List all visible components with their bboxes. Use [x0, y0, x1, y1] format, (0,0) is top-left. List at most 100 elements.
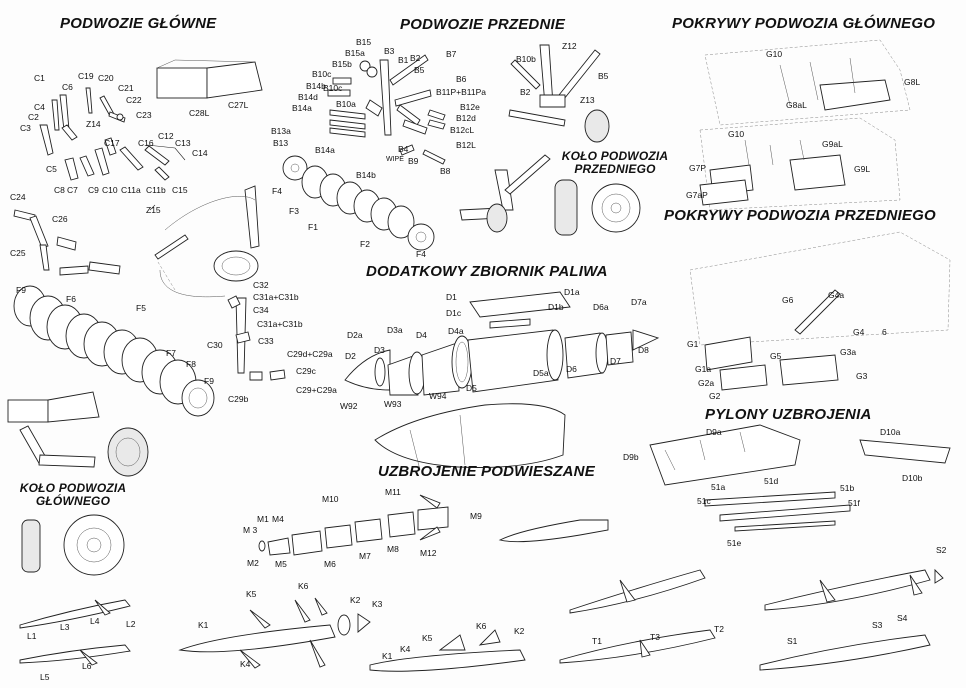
part-label: D10a: [880, 427, 901, 437]
part-label: 51d: [764, 476, 779, 486]
part-label: D10b: [902, 473, 923, 483]
main-gear-drawings: [7, 59, 286, 576]
part-label: B4: [398, 144, 409, 154]
part-label: B11P+B11Pa: [436, 87, 487, 97]
part-label: C17: [104, 138, 120, 148]
part-label: 51c: [697, 496, 711, 506]
part-label: L4: [90, 616, 100, 626]
part-label: C8: [54, 185, 65, 195]
part-label: B14a: [315, 145, 335, 155]
part-label: K2: [514, 626, 525, 636]
part-label: C27L: [228, 100, 249, 110]
part-label: C25: [10, 248, 26, 258]
part-label: C29c: [296, 366, 316, 376]
part-label: Z13: [580, 95, 595, 105]
part-label: G4a: [828, 290, 845, 300]
part-label: D4a: [448, 326, 464, 336]
part-label: G6: [782, 295, 794, 305]
part-label: WIPE: [386, 156, 404, 163]
part-label: 51f: [848, 498, 860, 508]
part-label: C21: [118, 83, 134, 93]
part-label: K3: [372, 599, 383, 609]
part-label: C5: [46, 164, 57, 174]
part-label: M12: [420, 548, 437, 558]
part-label: G5: [770, 351, 782, 361]
part-label: B14b: [356, 170, 376, 180]
part-label: M 3: [243, 525, 258, 535]
part-label: D5a: [533, 368, 549, 378]
part-label: Z12: [562, 41, 577, 51]
part-label: W93: [384, 399, 402, 409]
part-label: D4: [416, 330, 427, 340]
section-title-nose-wheel: KOŁO PODWOZIA PRZEDNIEGO: [561, 149, 669, 176]
fuel-tank-drawings: [344, 291, 660, 471]
section-title-fuel-tank: DODATKOWY ZBIORNIK PALIWA: [366, 263, 608, 280]
part-label: M4: [272, 514, 284, 524]
part-label: F3: [289, 206, 299, 216]
part-label: F8: [186, 359, 196, 369]
part-label: K1: [382, 651, 393, 661]
part-label: D1b: [548, 302, 564, 312]
part-label: B15: [356, 37, 372, 47]
part-label: M8: [387, 544, 399, 554]
part-label: G8aL: [786, 100, 807, 110]
part-label: C31a+C31b: [257, 319, 303, 329]
part-label: L3: [60, 622, 70, 632]
part-label: G3: [856, 371, 868, 381]
part-label: C30: [207, 340, 223, 350]
part-label: M6: [324, 559, 336, 569]
part-label: D9a: [706, 427, 722, 437]
part-label: M1: [257, 514, 269, 524]
main-gear-doors-drawings: [699, 39, 911, 211]
part-label: C22: [126, 95, 142, 105]
part-label: C14: [192, 148, 208, 158]
part-label: K4: [240, 659, 251, 669]
part-label: G10: [766, 49, 783, 59]
part-label: C32: [253, 280, 269, 290]
part-label: B6: [456, 74, 467, 84]
part-label: C6: [62, 82, 73, 92]
part-label: K4: [400, 644, 411, 654]
part-label: G7P: [689, 163, 707, 173]
part-label: B15a: [345, 48, 365, 58]
part-label: B14b: [306, 81, 326, 91]
part-label: B10c: [312, 69, 332, 79]
part-label: L1: [27, 631, 37, 641]
part-label: S4: [897, 613, 908, 623]
part-label: Z15: [146, 205, 161, 215]
part-label: K5: [246, 589, 257, 599]
part-label: D9b: [623, 452, 639, 462]
part-label: W94: [429, 391, 447, 401]
part-label: B10c: [323, 83, 343, 93]
part-label: B5: [414, 65, 425, 75]
part-label: L2: [126, 619, 136, 629]
part-label: D8: [638, 345, 649, 355]
part-label: B10b: [516, 54, 536, 64]
part-label: G1: [687, 339, 699, 349]
part-label: L5: [40, 672, 50, 682]
part-label: F4: [272, 186, 282, 196]
part-label: M2: [247, 558, 259, 568]
part-label: D5: [466, 383, 477, 393]
part-label: B13: [273, 138, 289, 148]
part-label: D2a: [347, 330, 363, 340]
part-label: C9: [88, 185, 99, 195]
part-label: F4: [416, 249, 426, 259]
part-label: C3: [20, 123, 31, 133]
part-label: C13: [175, 138, 191, 148]
part-label: D1c: [446, 308, 462, 318]
part-label: F1: [308, 222, 318, 232]
part-label: G4: [853, 327, 865, 337]
part-label: B12cL: [450, 125, 475, 135]
part-label: B9: [408, 156, 419, 166]
part-label: K6: [476, 621, 487, 631]
part-label: C16: [138, 138, 154, 148]
part-label: G2a: [698, 378, 715, 388]
part-label: M5: [275, 559, 287, 569]
part-label: T3: [650, 632, 660, 642]
part-label: B2: [520, 87, 531, 97]
part-label: B14a: [292, 103, 312, 113]
part-label: M9: [470, 511, 482, 521]
part-label: 51b: [840, 483, 855, 493]
